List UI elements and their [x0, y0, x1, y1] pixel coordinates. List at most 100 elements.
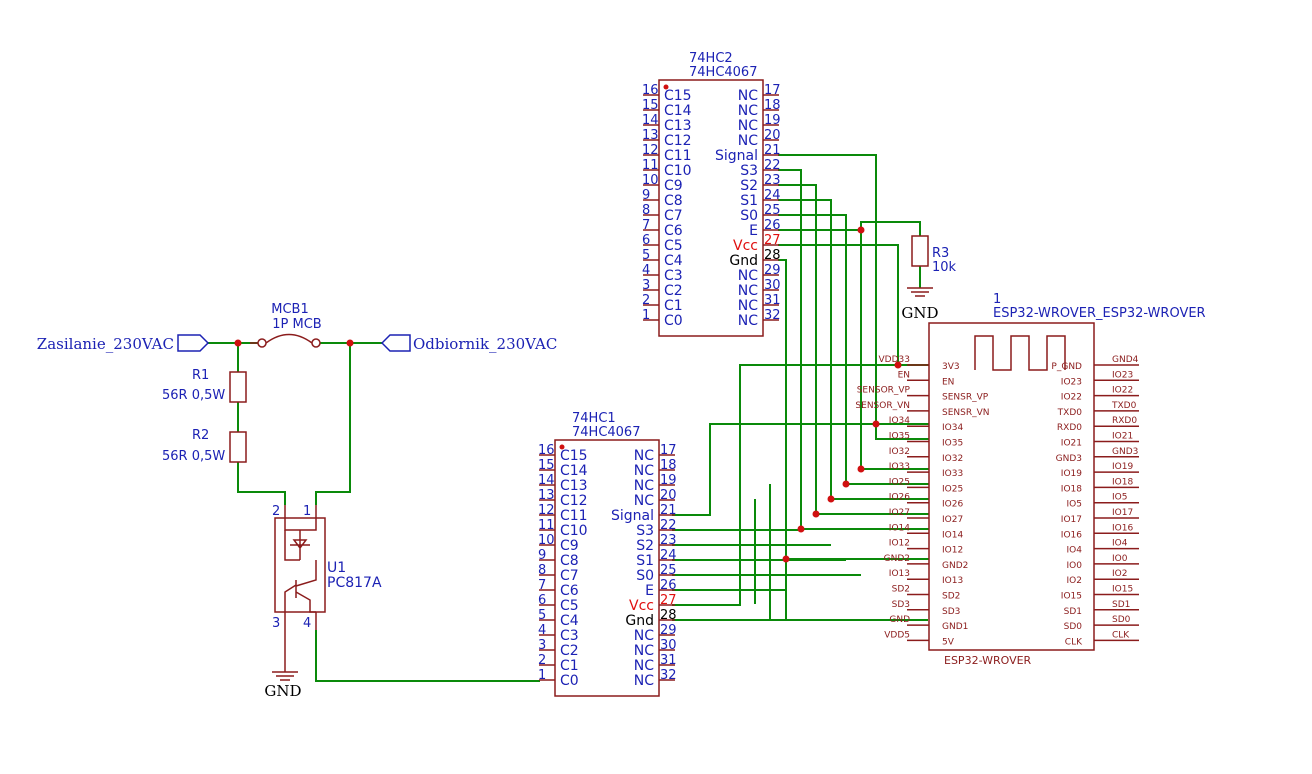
pin-net: VDD5 — [884, 630, 910, 640]
r1-value: 56R 0,5W — [162, 388, 225, 403]
pin-net: RXD0 — [1112, 416, 1137, 426]
r1-ref: R1 — [192, 368, 209, 383]
resistor-r2: R2 56R 0,5W — [162, 428, 247, 464]
esp-ref: 1 — [993, 292, 1001, 307]
pin-name: IO5 — [1067, 500, 1082, 510]
pin-name: C11 — [664, 148, 692, 164]
pin-number: 14 — [538, 473, 555, 488]
pin-number: 11 — [642, 158, 659, 173]
pin-name: C0 — [560, 673, 579, 689]
pin-net: TXD0 — [1111, 401, 1137, 411]
pin-name: C4 — [560, 613, 579, 629]
u1-value: PC817A — [327, 575, 382, 591]
pin-name: IO19 — [1061, 469, 1082, 479]
gnd-label: GND — [264, 682, 301, 700]
pin-name: C14 — [560, 463, 588, 479]
pin-number: 17 — [764, 83, 781, 98]
pin-number: 6 — [538, 593, 546, 608]
pin-name: GND2 — [942, 561, 968, 571]
pin-net: IO0 — [1112, 554, 1128, 564]
pin-name: C5 — [664, 238, 683, 254]
pin-name: S0 — [636, 568, 654, 584]
pin-name: TXD0 — [1057, 408, 1083, 418]
pin-name: C13 — [560, 478, 588, 494]
pin-net: GND2 — [884, 554, 910, 564]
pin-name: NC — [634, 673, 654, 689]
pin-number: 13 — [642, 128, 659, 143]
pin-number: 21 — [660, 503, 677, 518]
pin-number: 20 — [660, 488, 677, 503]
port-load-label: Odbiornik_230VAC — [413, 335, 557, 353]
pin-name: C15 — [560, 448, 588, 464]
pin-number: 20 — [764, 128, 781, 143]
pin-number: 23 — [660, 533, 677, 548]
pin-name: IO32 — [942, 454, 963, 464]
pin-net: IO16 — [1112, 523, 1133, 533]
pin-name: NC — [634, 478, 654, 494]
pin-name: IO27 — [942, 515, 963, 525]
wire-u1-c0 — [315, 630, 540, 682]
mux1-ref: 74HC1 — [572, 411, 616, 426]
pin-number: 13 — [538, 488, 555, 503]
pin-name: IO23 — [1061, 377, 1082, 387]
mux2-ref: 74HC2 — [689, 51, 733, 66]
pin-name: IO26 — [942, 500, 963, 510]
pin-name: C7 — [560, 568, 579, 584]
wire-r3-top — [860, 221, 921, 236]
pin-name: S3 — [740, 163, 758, 179]
pin-name: NC — [738, 313, 758, 329]
pin-number: 6 — [642, 233, 650, 248]
pin-name: C6 — [664, 223, 683, 239]
esp-pins: VDD333V3ENENSENSOR_VPSENSR_VPSENSOR_VNSE… — [855, 355, 1139, 647]
pin-number: 25 — [660, 563, 677, 578]
pin-number: 15 — [538, 458, 555, 473]
port-arrow-icon — [177, 334, 210, 352]
pin-net: SD0 — [1112, 615, 1131, 625]
junction-dot — [872, 420, 880, 428]
junction-dot — [894, 361, 902, 369]
pin-number: 12 — [642, 143, 659, 158]
pin-net: IO26 — [889, 493, 910, 503]
pin-name: C12 — [664, 133, 692, 149]
pin-name: C9 — [560, 538, 579, 554]
u1-ref: U1 — [327, 560, 346, 576]
mcb-contact-icon — [311, 338, 321, 348]
pin-name: S3 — [636, 523, 654, 539]
u1-pin-2: 2 — [272, 504, 280, 519]
wire-mux1-vcc — [672, 364, 929, 606]
pin-number: 14 — [642, 113, 659, 128]
pin-name: 5V — [942, 637, 955, 647]
pin-number: 7 — [642, 218, 650, 233]
pin-name: C8 — [664, 193, 683, 209]
pin-net: CLK — [1112, 630, 1130, 640]
pin1-marker-icon — [663, 84, 669, 90]
pin-net: EN — [898, 370, 910, 380]
pin-name: EN — [942, 377, 954, 387]
pin-name: C7 — [664, 208, 683, 224]
mux1-body — [554, 439, 660, 697]
pin-number: 5 — [642, 248, 650, 263]
port-load: Odbiornik_230VAC — [380, 334, 557, 353]
pin-name: Signal — [715, 148, 758, 164]
pin-number: 3 — [538, 638, 546, 653]
r2-ref: R2 — [192, 428, 209, 443]
junction-dot — [842, 480, 850, 488]
pin-net: IO4 — [1112, 539, 1128, 549]
pin-number: 30 — [764, 278, 781, 293]
pin-net: SENSOR_VN — [855, 401, 910, 411]
pin-net: IO27 — [889, 508, 910, 518]
pin-name: C14 — [664, 103, 692, 119]
pin-name: C1 — [664, 298, 683, 314]
pin-name: IO16 — [1061, 530, 1082, 540]
pin-number: 25 — [764, 203, 781, 218]
pin-name: Vcc — [733, 238, 758, 254]
junction-dot — [812, 510, 820, 518]
pin-number: 28 — [660, 608, 677, 623]
junctions — [234, 226, 902, 563]
pin-name: NC — [738, 283, 758, 299]
pin-net: IO2 — [1112, 569, 1127, 579]
pin-net: IO25 — [889, 477, 910, 487]
junction-dot — [797, 525, 805, 533]
